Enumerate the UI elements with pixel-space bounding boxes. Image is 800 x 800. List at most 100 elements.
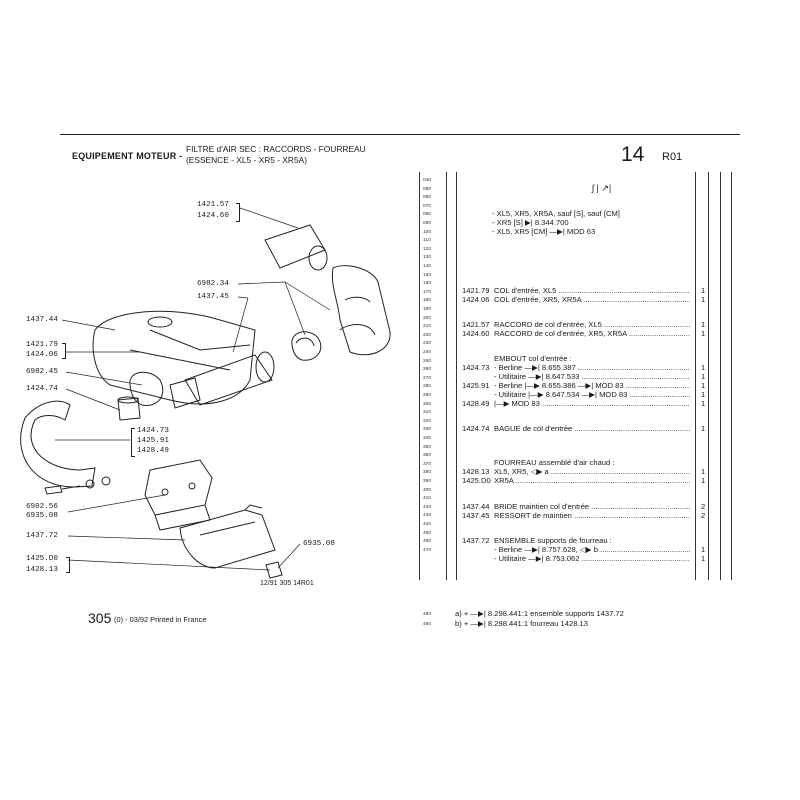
label-1425-91: 1425.91 — [137, 437, 169, 445]
nut-right — [265, 561, 283, 579]
subtitle-line-2: (ESSENCE - XL5 - XR5 - XR5A) — [186, 155, 308, 165]
collar — [169, 377, 201, 409]
part-quantity: 2 — [701, 511, 706, 520]
nut-6935-08 — [85, 479, 95, 489]
part-ref: 1437.44 — [462, 502, 490, 511]
row-number: 060 — [423, 195, 432, 201]
row-number: 200 — [423, 315, 432, 321]
raccord-hose — [331, 265, 391, 356]
row-number: 380 — [423, 470, 432, 476]
row-number: 100 — [423, 229, 432, 235]
part-description: ENSEMBLE supports de fourreau : — [494, 536, 612, 545]
part-quantity: 1 — [701, 545, 706, 554]
clamp-6982-45 — [129, 371, 164, 406]
row-number: 310 — [423, 410, 432, 416]
part-description: XL5, XR5, ◁▶ a .........................… — [494, 467, 690, 476]
part-quantity: 1 — [701, 467, 706, 476]
part-description: - Utilitaire —▶| 8.753.062 .............… — [494, 554, 690, 563]
row-number: 160 — [423, 281, 432, 287]
row-number: 080 — [423, 212, 432, 218]
row-number: 370 — [423, 461, 432, 467]
page-subtitle: FILTRE d'AIR SEC : RACCORDS - FOURREAU (… — [186, 144, 366, 166]
tube-end — [308, 245, 328, 271]
inlet-pipe-end — [255, 351, 275, 383]
part-quantity: 1 — [701, 295, 706, 304]
row-number: 260 — [423, 367, 432, 373]
part-description: FOURREAU assemblé d'air chaud : — [494, 458, 615, 467]
part-description: RACCORD de col d'entrée, XR5, XR5A .....… — [494, 329, 690, 338]
row-number: 220 — [423, 332, 432, 338]
applicability-3: - XL5, XR5 [CM] —▶| MOD 63 — [492, 227, 596, 236]
label-1421-79: 1421.79 — [26, 341, 58, 349]
row-number: 190 — [423, 307, 432, 312]
part-description: COL d'entrée, XL5 ......................… — [494, 286, 690, 295]
diagram-drawing — [20, 207, 391, 579]
hot-air-shroud — [179, 509, 276, 569]
part-description: RESSORT de maintien ....................… — [494, 511, 690, 520]
label-1424-74: 1424.74 — [26, 385, 58, 393]
row-number: 300 — [423, 401, 432, 407]
row-number: 120 — [423, 246, 432, 252]
row-number: 250 — [423, 358, 432, 364]
label-6982-45: 6982.45 — [26, 368, 58, 376]
part-description: BAGUE de col d'entrée ..................… — [494, 424, 690, 433]
label-1437-72: 1437.72 — [26, 532, 58, 540]
row-number: 040 — [423, 178, 432, 183]
row-number: 280 — [423, 384, 432, 390]
row-number: 320 — [423, 418, 432, 424]
ring-1424-74 — [117, 397, 141, 421]
part-ref: 1437.45 — [462, 511, 490, 520]
label-1437-44: 1437.44 — [26, 316, 58, 324]
top-mark: ʃ | ↗| — [592, 183, 612, 193]
part-description: - Utilitaire |—▶ 8.647.534 —▶| MOD 83 ..… — [494, 390, 690, 399]
part-quantity: 1 — [701, 390, 706, 399]
row-number: 440 — [423, 522, 432, 527]
part-ref: 1421.57 — [462, 320, 490, 329]
row-number: 150 — [423, 272, 432, 278]
row-number: 420 — [423, 504, 432, 510]
part-ref: 1424.60 — [462, 329, 490, 338]
row-number: 470 — [423, 547, 432, 553]
row-number: 270 — [423, 375, 432, 381]
table-rule-b — [720, 172, 721, 580]
part-ref: 1421.79 — [462, 286, 490, 295]
table-rule-ref — [456, 172, 457, 580]
part-quantity: 1 — [701, 381, 706, 390]
bent-hose — [20, 400, 96, 488]
row-number: 290 — [423, 393, 432, 398]
row-number: 050 — [423, 186, 432, 192]
part-ref: 1428.49 — [462, 399, 490, 408]
group-title: EQUIPEMENT MOTEUR - — [72, 151, 183, 161]
row-number: 230 — [423, 341, 432, 347]
row-number: 340 — [423, 436, 432, 441]
part-description: - Berline —▶| 8.757.628, ◁▶ b ..........… — [494, 545, 690, 554]
label-1428-49: 1428.49 — [137, 447, 169, 455]
part-quantity: 1 — [701, 320, 706, 329]
leader-lines — [55, 207, 331, 571]
bolt — [44, 485, 63, 495]
part-description: XR5A ...................................… — [494, 476, 690, 485]
row-number: 210 — [423, 324, 432, 330]
part-quantity: 1 — [701, 363, 706, 372]
note-b: b) + —▶| 8.298.441:1 fourreau 1428.13 — [455, 619, 588, 628]
support-bracket — [144, 459, 213, 516]
label-1428-13: 1428.13 — [26, 566, 58, 574]
bracket-1421 — [62, 343, 66, 359]
note-a: a) + —▶| 8.298.441:1 ensemble supports 1… — [455, 609, 624, 618]
part-description: COL d'entrée, XR5, XR5A ................… — [494, 295, 690, 304]
part-ref: 1428.13 — [462, 467, 490, 476]
row-number: 390 — [423, 479, 432, 484]
bracket-top — [236, 203, 240, 222]
row-number: 110 — [423, 238, 431, 244]
label-1437-45: 1437.45 — [197, 293, 229, 301]
part-quantity: 1 — [701, 372, 706, 381]
part-description: - Berline |—▶ 8.655.386 —▶| MOD 83 .....… — [494, 381, 690, 390]
row-number: 170 — [423, 289, 432, 295]
table-rule-num — [446, 172, 447, 580]
subtitle-line-1: FILTRE d'AIR SEC : RACCORDS - FOURREAU — [186, 144, 366, 154]
part-quantity: 1 — [701, 329, 706, 338]
part-description: RACCORD de col d'entrée, XL5 ...........… — [494, 320, 690, 329]
header-rule — [60, 134, 740, 135]
part-ref: 1424.06 — [462, 295, 490, 304]
part-quantity: 1 — [701, 399, 706, 408]
